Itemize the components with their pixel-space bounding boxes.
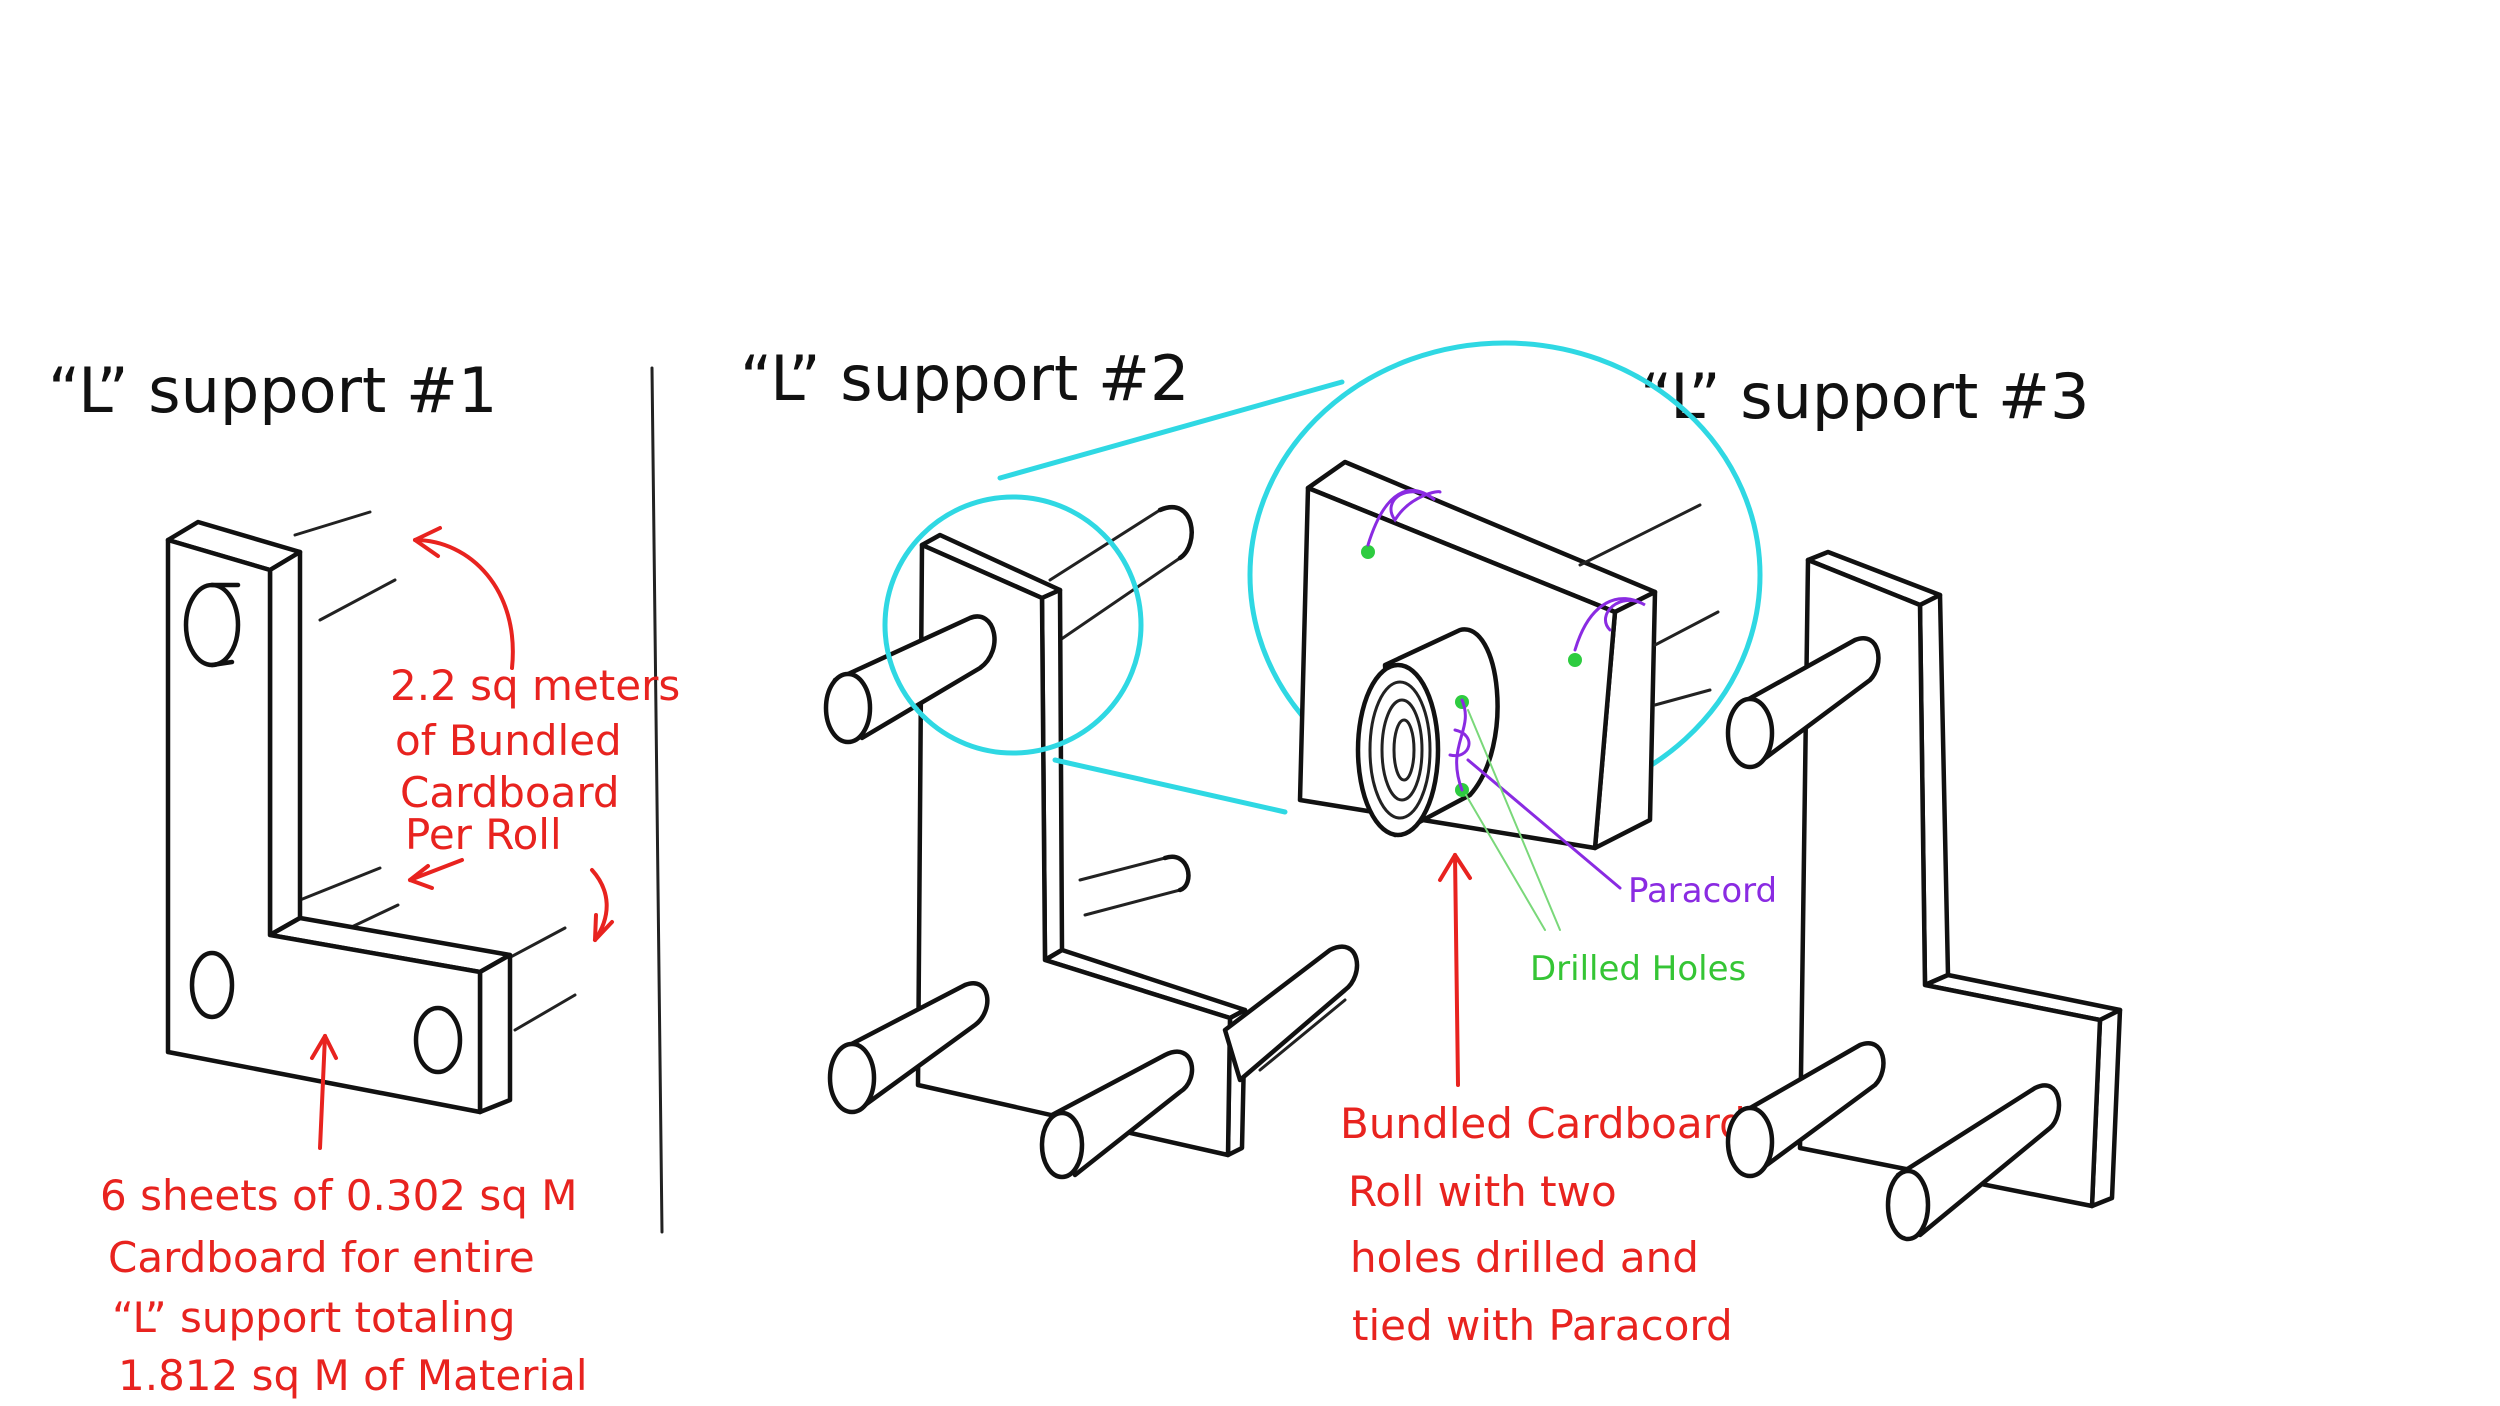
magnifier-callout bbox=[882, 340, 1763, 931]
rod-end-icon bbox=[413, 1005, 463, 1075]
rod-end-icon bbox=[827, 1041, 877, 1115]
drilled-hole-icon bbox=[1361, 545, 1375, 559]
l-plate-front bbox=[915, 542, 1233, 1158]
l-support-1 bbox=[165, 510, 614, 1150]
drilled-hole-icon bbox=[1568, 653, 1582, 667]
paracord-knot-icon bbox=[1448, 698, 1471, 792]
arrow-roll bbox=[1453, 853, 1460, 1087]
rod-end-icon bbox=[1725, 1105, 1775, 1179]
note-drilled-holes: Drilled Holes bbox=[1530, 949, 1746, 989]
section-divider bbox=[650, 366, 664, 1234]
rod-end-icon bbox=[1885, 1168, 1931, 1242]
rod-end-icon bbox=[189, 950, 235, 1020]
rod-end-icon bbox=[1725, 696, 1775, 770]
note-roll-area: 2.2 sq meters of Bundled Cardboard Per R… bbox=[390, 661, 694, 859]
l-support-3 bbox=[1725, 549, 2123, 1242]
rod-end-icon bbox=[1039, 1110, 1085, 1180]
l-plate-front bbox=[165, 537, 483, 1115]
title-support-3: “L” support #3 bbox=[1640, 360, 2089, 433]
paracord-knot-icon bbox=[1366, 489, 1442, 547]
paracord-knot-icon bbox=[1573, 597, 1646, 652]
rod-end-icon bbox=[183, 582, 241, 668]
rod-end-icon bbox=[823, 671, 873, 745]
note-paracord: Paracord bbox=[1628, 871, 1777, 911]
note-roll-description: Bundled Cardboard Roll with two holes dr… bbox=[1340, 1099, 1759, 1350]
l-support-2 bbox=[823, 505, 1360, 1180]
title-support-1: “L” support #1 bbox=[48, 354, 497, 427]
title-support-2: “L” support #2 bbox=[740, 342, 1189, 415]
note-sheets: 6 sheets of 0.302 sq M Cardboard for ent… bbox=[100, 1171, 591, 1400]
